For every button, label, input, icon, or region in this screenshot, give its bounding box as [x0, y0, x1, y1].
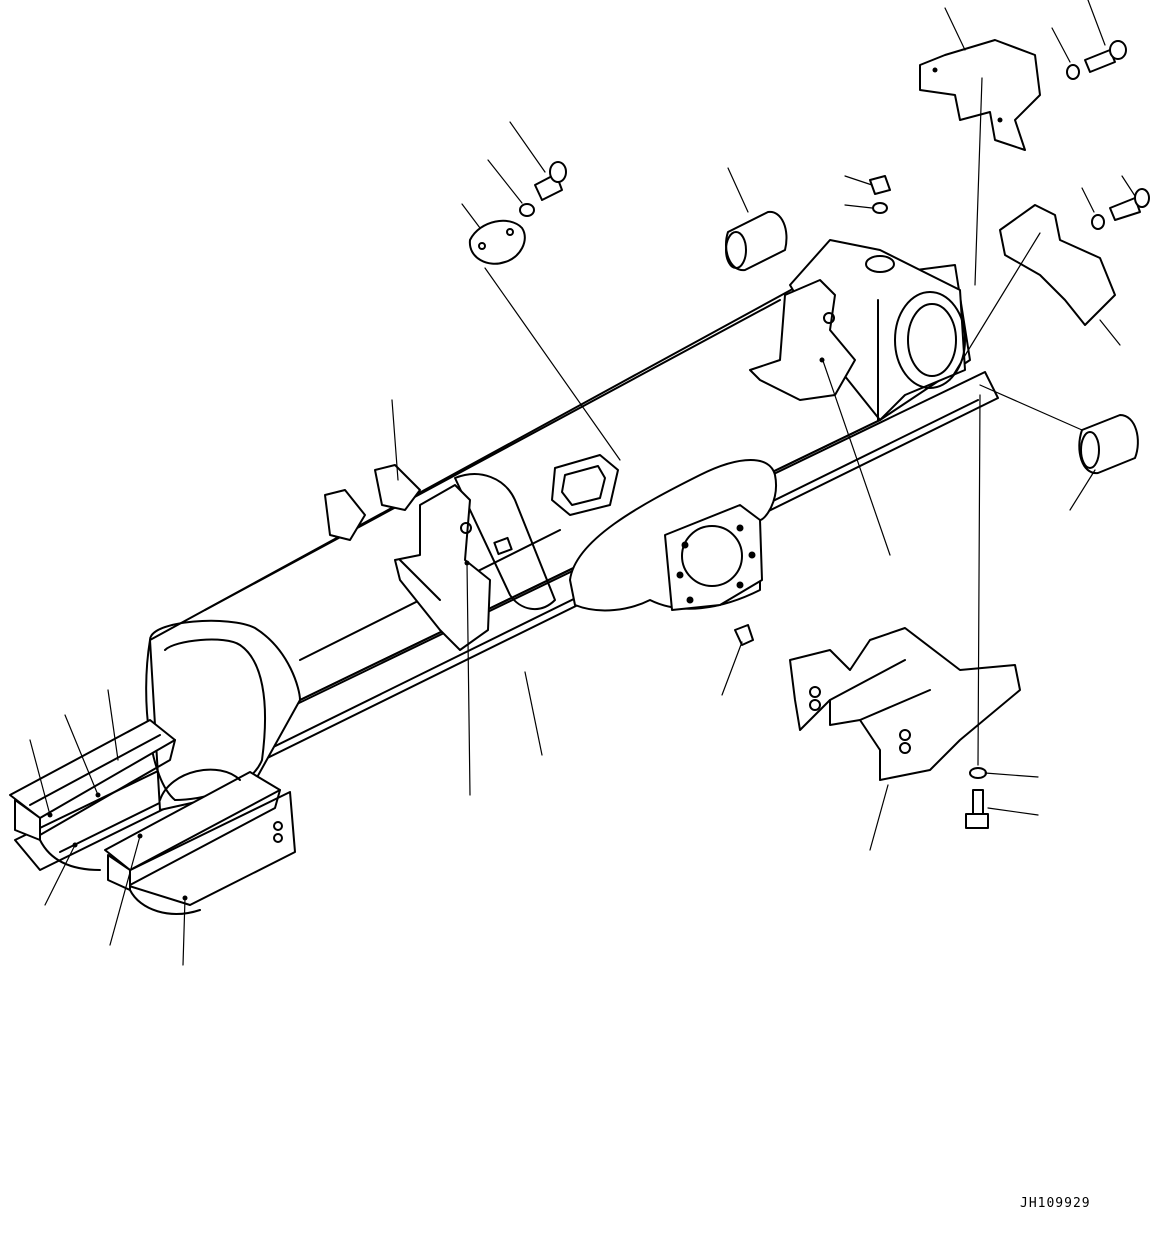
washer-3 [1091, 214, 1105, 230]
cover-bracket-top [919, 39, 1041, 151]
small-bracket-left [324, 464, 421, 541]
washer-1 [519, 203, 535, 217]
plug-lower [734, 624, 754, 646]
drawing-code-label: JH109929 [1020, 1196, 1091, 1211]
bushing-lower [1078, 414, 1139, 475]
cradle-bracket [789, 627, 1021, 781]
cap-plate [468, 219, 526, 265]
slide-pad-assembly [9, 719, 281, 915]
cover-bracket-mid [999, 204, 1116, 326]
axle-housing [145, 239, 971, 811]
mount-bracket-left [394, 484, 491, 651]
leader-lines [29, 0, 1136, 966]
bolt-4 [965, 789, 989, 829]
washer-2 [1066, 64, 1080, 80]
washer-4 [969, 767, 987, 779]
plug-upper [869, 175, 891, 214]
bolt-1 [534, 161, 567, 201]
bolt-2 [1084, 40, 1127, 73]
bushing-upper [725, 210, 788, 272]
bolt-3 [1109, 188, 1150, 221]
